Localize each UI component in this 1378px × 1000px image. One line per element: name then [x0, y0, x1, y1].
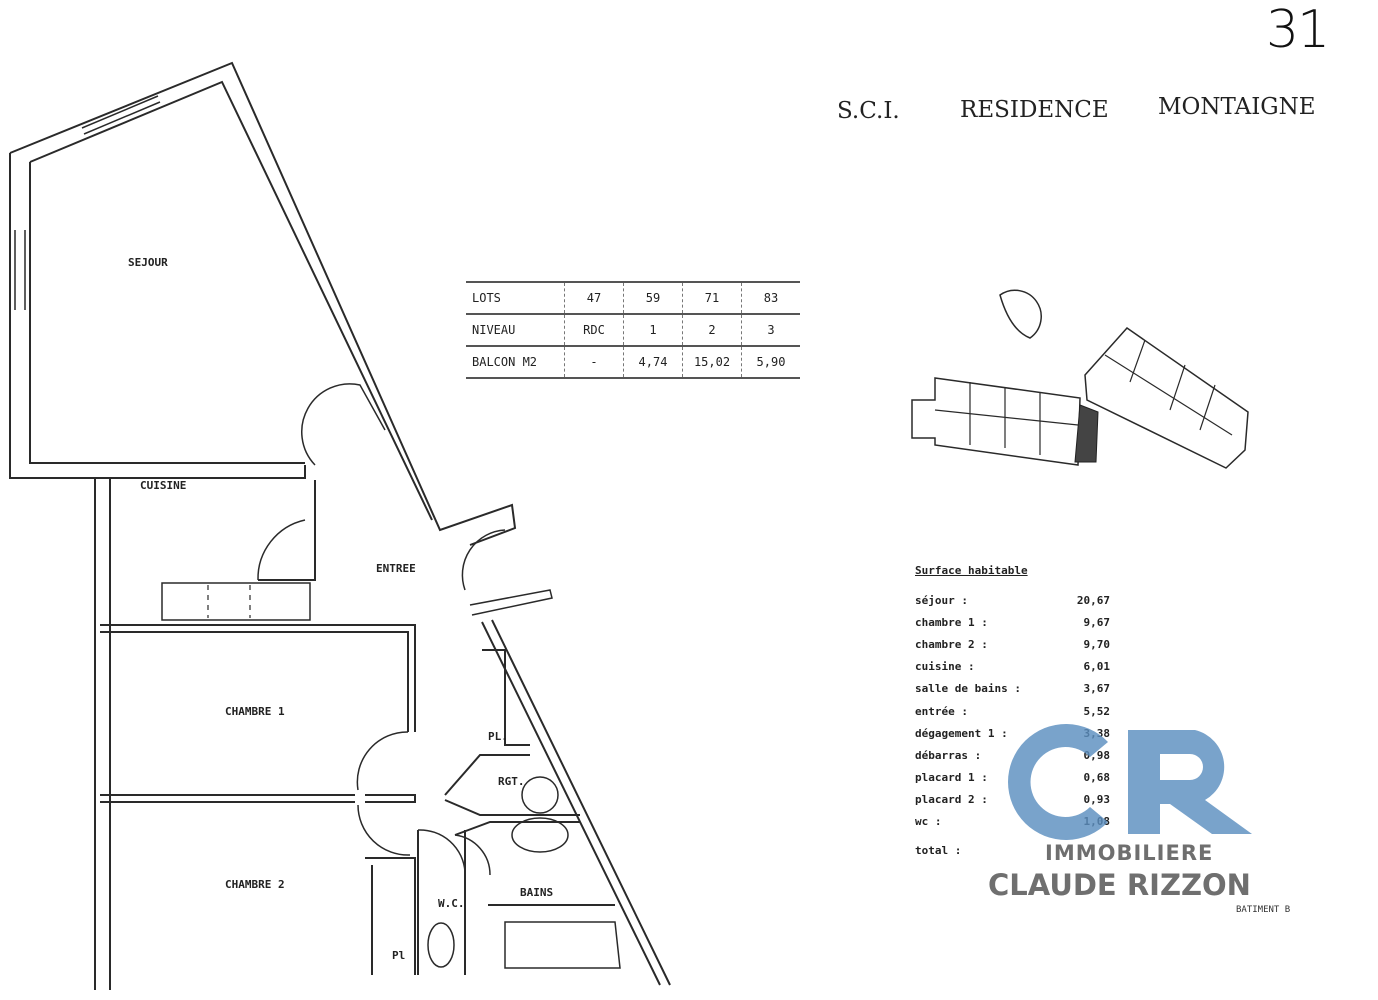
room-label-pl: PL.: [488, 730, 508, 743]
door-swing: [454, 834, 491, 876]
logo-claude-rizzon: CLAUDE RIZZON: [988, 868, 1251, 902]
surface-label: chambre 1 :: [915, 616, 988, 629]
surface-value: 5,52: [1083, 705, 1111, 718]
room-label-bains: BAINS: [520, 886, 554, 899]
west-wall: [9, 153, 306, 479]
door-swing: [461, 529, 506, 591]
room-label-pl2: Pl: [392, 949, 406, 962]
chambre2-wall: [365, 857, 416, 975]
surface-label: placard 1 :: [915, 771, 988, 784]
table-row: LOTS 47 59 71 83: [466, 281, 800, 315]
room-label-chambre2: CHAMBRE 2: [225, 878, 285, 891]
outer-wall: [9, 61, 517, 546]
table-cell: 71: [682, 281, 742, 315]
table-cell: 83: [741, 281, 800, 315]
building-block-b-cells: [1104, 339, 1233, 436]
header-residence: RESIDENCE: [960, 97, 1109, 123]
surface-label: chambre 2 :: [915, 638, 988, 651]
logo-monogram: [990, 722, 1260, 842]
window-strip: [14, 230, 26, 310]
door-swing: [357, 804, 411, 856]
surface-value: 0,93: [1083, 793, 1111, 806]
table-cell: 5,90: [741, 345, 800, 379]
surface-label: placard 2 :: [915, 793, 988, 806]
room-label-chambre1: CHAMBRE 1: [225, 705, 285, 718]
counter-dividers: [207, 585, 251, 618]
surface-value: 0,68: [1083, 771, 1111, 784]
table-cell: RDC: [564, 313, 624, 347]
surface-value: 20,67: [1076, 594, 1110, 607]
door-swing: [356, 731, 409, 791]
surface-label: séjour :: [915, 594, 968, 607]
door-swing: [301, 383, 386, 466]
surface-label: dégagement 1 :: [915, 727, 1008, 740]
table-row: BALCON M2 - 4,74 15,02 5,90: [466, 345, 800, 379]
batiment-label: BATIMENT B: [1236, 905, 1291, 915]
logo-immobiliere: IMMOBILIERE: [1045, 841, 1214, 865]
kitchen-counter: [161, 582, 311, 621]
table-cell: 4,74: [623, 345, 683, 379]
table-cell: 1: [623, 313, 683, 347]
niveau-label: NIVEAU: [466, 313, 565, 347]
building-block-b: [1084, 327, 1249, 469]
header-name: MONTAIGNE: [1158, 94, 1316, 120]
table-cell: 47: [564, 281, 624, 315]
door-swing: [417, 829, 466, 873]
table-cell: 2: [682, 313, 742, 347]
surface-value: 3,67: [1083, 682, 1111, 695]
lots-label: LOTS: [466, 281, 565, 315]
table-row: NIVEAU RDC 1 2 3: [466, 313, 800, 347]
surface-label: entrée :: [915, 705, 968, 718]
west-facade: [94, 478, 111, 990]
table-cell: 59: [623, 281, 683, 315]
bath-wall: [454, 821, 615, 906]
surface-label: total :: [915, 844, 962, 857]
building-block-a-cells: [934, 382, 1079, 455]
room-label-rgt: RGT.: [498, 775, 525, 788]
room-label-wc: W.C.: [438, 897, 465, 910]
wc-wall: [417, 830, 466, 975]
rgt-wall: [444, 754, 580, 816]
door-swing: [469, 589, 553, 616]
window-strip: [81, 95, 161, 135]
surface-title: Surface habitable: [915, 564, 1028, 577]
table-cell: -: [564, 345, 624, 379]
header-sci: S.C.I.: [837, 98, 900, 124]
table-cell: 15,02: [682, 345, 742, 379]
compass: [999, 289, 1042, 339]
page-number: 31: [1266, 0, 1330, 60]
surface-label: wc :: [915, 815, 942, 828]
chambre1-bottom: [100, 794, 416, 803]
toilet: [427, 922, 455, 968]
diag-wall: [481, 619, 671, 986]
lots-table: LOTS 47 59 71 83 NIVEAU RDC 1 2 3 BALCON…: [466, 281, 800, 379]
outer-wall-inner: [29, 80, 433, 521]
door-swing: [257, 519, 306, 581]
surface-value: 9,70: [1083, 638, 1111, 651]
surface-label: salle de bains :: [915, 682, 1021, 695]
building-hatch: [1074, 404, 1099, 463]
west-wall-inner: [29, 162, 305, 464]
surface-label: débarras :: [915, 749, 982, 762]
surface-label: cuisine :: [915, 660, 975, 673]
surface-value: 6,01: [1083, 660, 1111, 673]
bathtub: [504, 921, 621, 969]
room-label-cuisine: CUISINE: [140, 479, 187, 492]
kitchen-wall: [258, 480, 316, 581]
washbasin: [521, 776, 559, 814]
room-label-sejour: SEJOUR: [128, 256, 168, 269]
placard-wall: [482, 649, 530, 746]
table-cell: 3: [741, 313, 800, 347]
balcon-label: BALCON M2: [466, 345, 565, 379]
sink: [511, 817, 569, 853]
surface-value: 9,67: [1083, 616, 1111, 629]
chambre1-wall: [100, 624, 416, 732]
building-block-a: [911, 377, 1081, 466]
room-label-entree: ENTREE: [376, 562, 416, 575]
cr-logo-icon: [1008, 724, 1252, 840]
